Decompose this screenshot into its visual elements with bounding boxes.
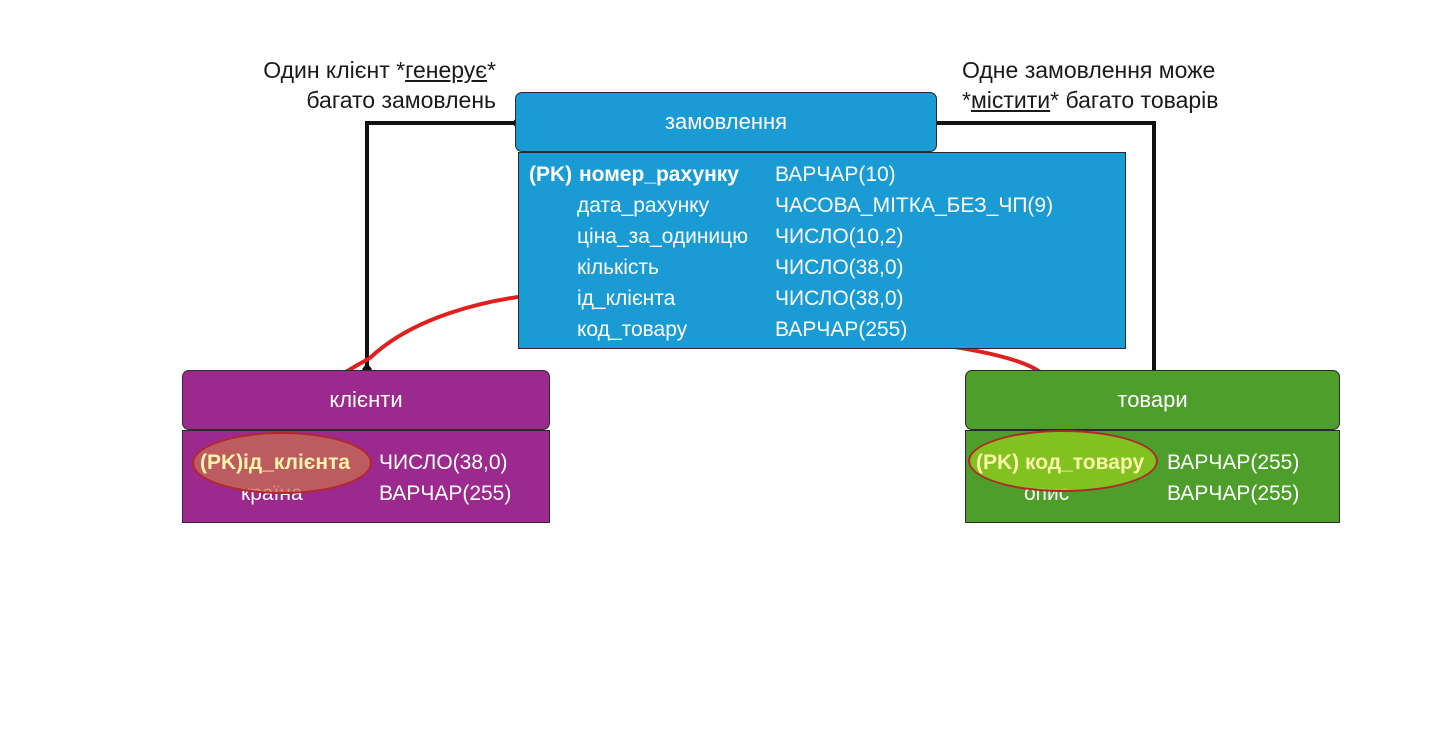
column-type: ЧАСОВА_МІТКА_БЕЗ_ЧП(9) bbox=[775, 194, 1054, 217]
column-name: ціна_за_одиницю bbox=[577, 225, 748, 248]
column-type: ВАРЧАР(10) bbox=[775, 163, 896, 186]
entity-header-products: товари bbox=[965, 370, 1340, 430]
annotation-one-to-many-clients: Один клієнт *генерує* багато замовлень bbox=[200, 55, 496, 115]
column-name: код_товару bbox=[577, 318, 688, 341]
relationship-line-orders-products bbox=[937, 121, 1156, 370]
entity-header-orders: замовлення bbox=[515, 92, 937, 152]
column-type: ВАРЧАР(255) bbox=[1167, 451, 1300, 474]
annotation-text: * багато товарів bbox=[1050, 87, 1219, 113]
annotation-verb: генерує bbox=[405, 57, 488, 83]
pk-column-name: ід_клієнта bbox=[243, 451, 351, 474]
pk-column-name: код_товару bbox=[1025, 451, 1145, 474]
column-type: ВАРЧАР(255) bbox=[775, 318, 908, 341]
entity-title: клієнти bbox=[329, 387, 403, 412]
entity-header-clients: клієнти bbox=[182, 370, 550, 430]
annotation-text: * bbox=[487, 57, 496, 83]
pk-marker: (PK) bbox=[976, 451, 1020, 474]
annotation-text: багато замовлень bbox=[306, 87, 496, 113]
column-type: ЧИСЛО(38,0) bbox=[379, 451, 508, 474]
entity-title: товари bbox=[1117, 387, 1188, 412]
pk-highlight-ellipse-product bbox=[968, 430, 1158, 492]
column-type: ЧИСЛО(10,2) bbox=[775, 225, 904, 248]
column-type: ВАРЧАР(255) bbox=[379, 482, 512, 505]
column-name: кількість bbox=[577, 256, 659, 279]
column-name: дата_рахунку bbox=[577, 194, 710, 217]
annotation-text: Одне замовлення може bbox=[962, 57, 1216, 83]
entity-title: замовлення bbox=[664, 109, 788, 134]
annotation-verb: містити bbox=[970, 87, 1051, 113]
annotation-text: * bbox=[962, 87, 971, 113]
pk-highlight-ellipse-client bbox=[192, 432, 372, 494]
column-name: номер_рахунку bbox=[579, 163, 739, 186]
column-type: ВАРЧАР(255) bbox=[1167, 482, 1300, 505]
relationship-line-clients-orders bbox=[365, 121, 515, 370]
column-name: ід_клієнта bbox=[577, 287, 676, 310]
column-type: ЧИСЛО(38,0) bbox=[775, 256, 904, 279]
annotation-one-to-many-products: Одне замовлення може *містити* багато то… bbox=[962, 55, 1282, 115]
column-type: ЧИСЛО(38,0) bbox=[775, 287, 904, 310]
annotation-text: Один клієнт * bbox=[263, 57, 406, 83]
pk-marker: (PK) bbox=[200, 451, 244, 474]
pk-marker: (PK) bbox=[529, 163, 573, 186]
entity-body-clients: країна ВАРЧАР(255) ЧИСЛО(38,0) bbox=[182, 430, 550, 523]
entity-body-orders: (PK) номер_рахунку ВАРЧАР(10) дата_рахун… bbox=[518, 152, 1126, 349]
